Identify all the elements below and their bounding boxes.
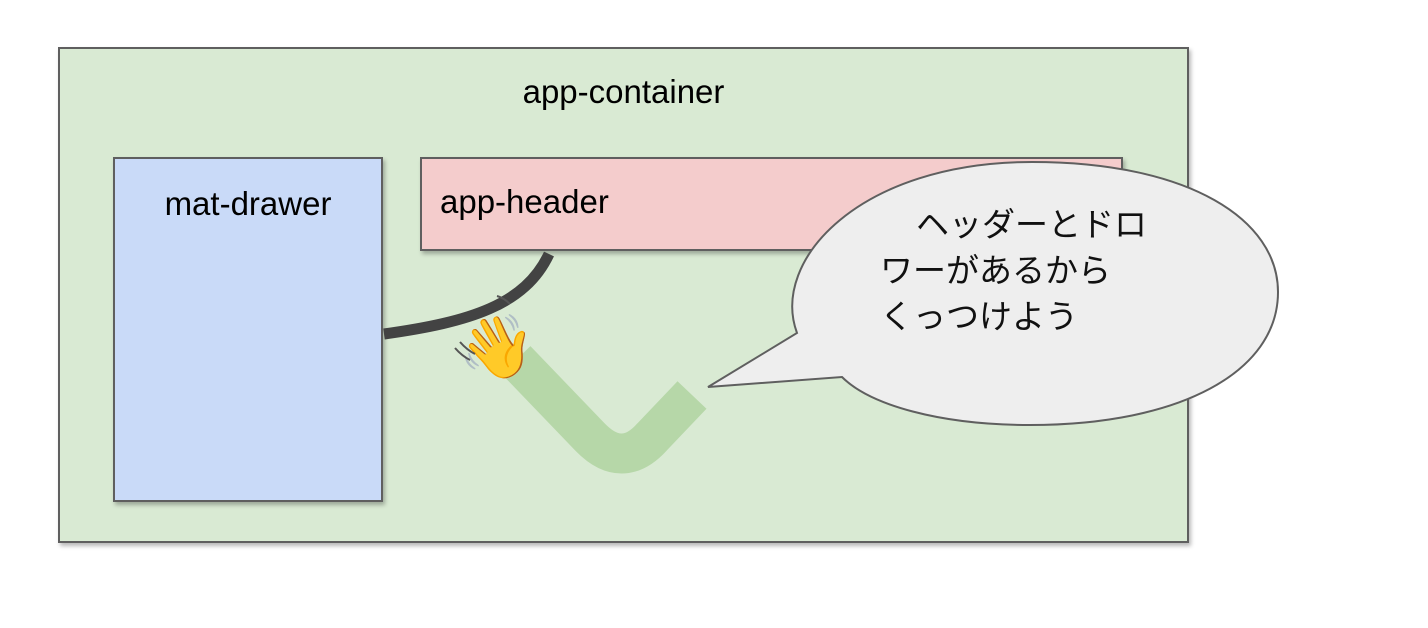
wave-motion-marks: [454, 295, 511, 361]
speech-bubble-line: ワーがあるから: [880, 251, 1111, 290]
speech-bubble-line: くっつけよう: [880, 297, 1078, 336]
speech-bubble-text: ヘッダーとドロ ワーがあるから くっつけよう: [880, 202, 1200, 340]
app-container-label: app-container: [522, 73, 725, 110]
speech-bubble-line: ヘッダーとドロ: [916, 205, 1147, 244]
speech-bubble: [707, 160, 1280, 427]
waving-hand-icon: 👋: [458, 310, 535, 384]
app-header-label: app-header: [440, 183, 609, 220]
connector-wire: [383, 251, 554, 340]
green-arm: [501, 346, 707, 474]
mat-drawer-box: mat-drawer: [113, 157, 383, 502]
mat-drawer-label: mat-drawer: [164, 185, 332, 222]
